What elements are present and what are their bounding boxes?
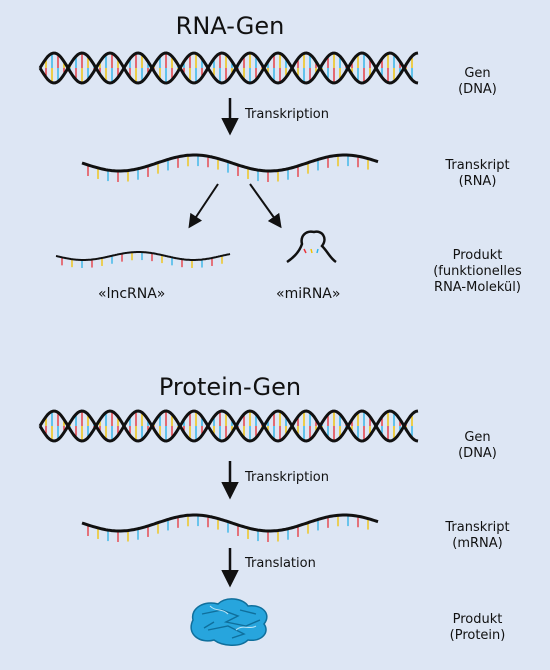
protein-transcription-label: Transkription (245, 470, 329, 485)
dna-strand (38, 51, 419, 85)
mirna-molecule (286, 230, 337, 264)
rna-gene-label-line2: (DNA) (458, 82, 497, 97)
protein-transcript-label-line1: Transkript (445, 520, 510, 535)
protein-gene-dna-helix (38, 409, 419, 443)
rna-product-label-line1: Produkt (452, 248, 503, 263)
rna-strand (81, 513, 379, 533)
protein-gene-label: Gen (DNA) (415, 430, 540, 462)
rna-transcription-label: Transkription (245, 107, 329, 122)
rna-strand (81, 153, 379, 173)
rna-transcript-label-line1: Transkript (445, 158, 510, 173)
translation-label: Translation (245, 556, 316, 571)
dna-strand (38, 409, 419, 443)
rna-product-label-line3: RNA-Molekül) (434, 280, 521, 295)
rna-gene-label-line1: Gen (464, 66, 491, 81)
mrna-transcript (81, 513, 379, 542)
lncrna-label: «lncRNA» (98, 286, 166, 302)
protein-product-label-line1: Produkt (452, 612, 503, 627)
dna-strand (38, 51, 419, 85)
protein-transcript-label-line2: (mRNA) (452, 536, 503, 551)
rna-strand (55, 251, 231, 261)
protein-blob (190, 598, 268, 646)
branch-arrow-lncrna (188, 183, 219, 229)
dna-strand (38, 409, 419, 443)
rna-transcript (81, 153, 379, 182)
protein-gene-label-line1: Gen (464, 430, 491, 445)
branch-arrow-mirna (249, 183, 282, 229)
rna-product-label-line2: (funktionelles (433, 264, 522, 279)
lncrna-molecule (55, 251, 231, 268)
rna-product-label: Produkt (funktionelles RNA-Molekül) (415, 248, 540, 296)
protein-product-label: Produkt (Protein) (415, 612, 540, 644)
rna-transcript-label-line2: (RNA) (458, 174, 497, 189)
rna-transcript-label: Transkript (RNA) (415, 158, 540, 190)
rna-gene-label: Gen (DNA) (415, 66, 540, 98)
protein-product-label-line2: (Protein) (449, 628, 506, 643)
protein-gene-label-line2: (DNA) (458, 446, 497, 461)
rna-gene-dna-helix (38, 51, 419, 85)
rna-gene-title: RNA-Gen (175, 12, 285, 40)
protein-transcript-label: Transkript (mRNA) (415, 520, 540, 552)
protein-gene-title: Protein-Gen (158, 373, 302, 401)
mirna-label: «miRNA» (276, 286, 341, 302)
